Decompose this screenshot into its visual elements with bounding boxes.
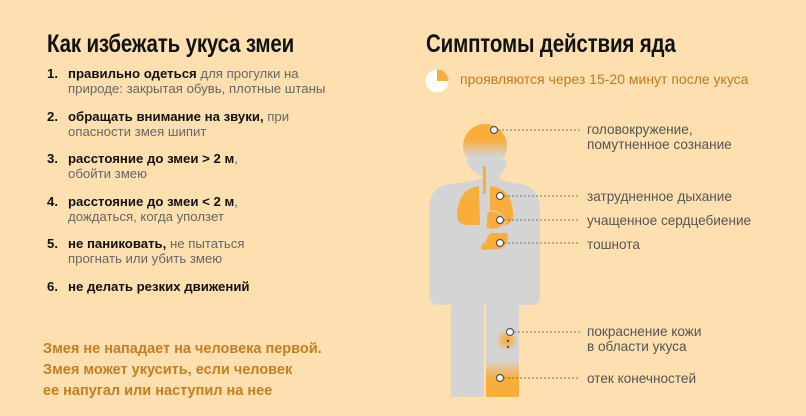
- marker-dot: [505, 327, 515, 337]
- human-figure: [429, 124, 540, 397]
- item-rest: для прогулки на природе: закрытая обувь,…: [68, 66, 326, 96]
- marker-dot: [495, 215, 505, 225]
- item-bold: правильно одеться: [68, 66, 197, 81]
- marker-dot: [495, 238, 505, 248]
- item-rest: , дождаться, когда уползет: [68, 193, 238, 224]
- item-bold: расстояние до змеи < 2 м: [68, 193, 235, 209]
- item-number: 1.: [47, 66, 58, 81]
- item-rest: при опасности змея шипит: [68, 108, 290, 139]
- marker-dot: [495, 191, 505, 201]
- symptom-line: головокружение,: [587, 122, 693, 137]
- onset-text: проявляются через 15-20 минут после укус…: [460, 71, 749, 87]
- clock-pie-icon: [425, 69, 449, 93]
- item-number: 2.: [47, 108, 58, 124]
- marker-dot: [495, 373, 505, 383]
- item-rest: не пытаться прогнать или убить змею: [68, 236, 245, 266]
- item-number: 5.: [47, 236, 58, 251]
- list-item: 2. обращать внимание на звуки, при опасно…: [47, 109, 308, 139]
- item-number: 3.: [47, 151, 58, 166]
- symptom-line: помутненное сознание: [587, 137, 732, 152]
- list-item: 4. расстояние до змеи < 2 м, дождаться, к…: [47, 194, 278, 224]
- symptom-label: отек конечностей: [587, 371, 697, 386]
- symptom-label: затрудненное дыхание: [587, 189, 732, 204]
- symptom-label: тошнота: [587, 237, 640, 252]
- symptom-label: учащенное сердцебиение: [587, 213, 752, 228]
- item-number: 6.: [47, 278, 58, 294]
- list-item: 6. не делать резких движений: [47, 279, 328, 294]
- symptom-label: головокружение,помутненное сознание: [587, 122, 732, 152]
- item-bold: не делать резких движений: [68, 278, 250, 294]
- warning-line: Змея может укусить, если человек: [43, 362, 293, 378]
- symptom-line: покраснение кожи: [587, 324, 702, 339]
- item-rest: , обойти змею: [68, 151, 238, 181]
- warning-text: Змея не нападает на человека первой. Зме…: [43, 339, 322, 402]
- list-item: 1. правильно одеться для прогулки на прир…: [47, 66, 328, 96]
- trachea-icon: [483, 166, 486, 194]
- item-number: 4.: [47, 193, 58, 209]
- item-bold: не паниковать,: [68, 236, 167, 251]
- list-item: 5. не паниковать, не пытаться прогнать ил…: [47, 236, 293, 266]
- warning-line: Змея не нападает на человека первой.: [43, 341, 322, 357]
- warning-line: ее напугал или наступил на нее: [43, 383, 273, 399]
- item-bold: расстояние до змеи > 2 м: [68, 151, 235, 166]
- marker-dot: [489, 125, 499, 135]
- symptom-line: в области укуса: [587, 339, 687, 354]
- right-title: Симптомы действия яда: [426, 30, 676, 58]
- left-title: Как избежать укуса змеи: [47, 30, 295, 58]
- list-item: 3. расстояние до змеи > 2 м, обойти змею: [47, 151, 278, 181]
- lungs-icon: [456, 186, 480, 225]
- prevention-list: 1. правильно одеться для прогулки на прир…: [47, 66, 367, 306]
- item-bold: обращать внимание на звуки,: [68, 108, 264, 124]
